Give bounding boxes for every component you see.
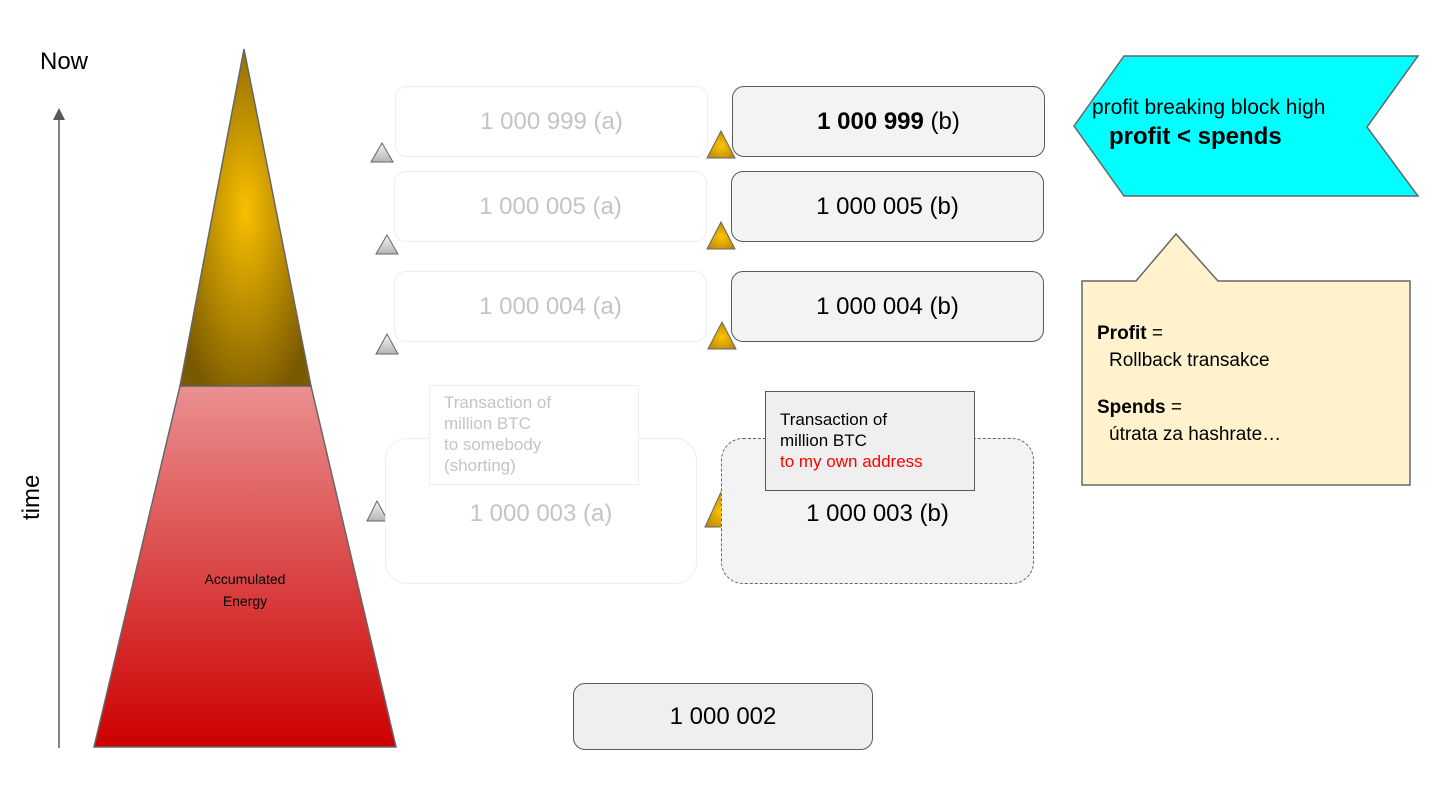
transaction-note-b: Transaction of million BTC to my own add… [765,391,975,491]
tx-line-highlight: to my own address [780,452,923,471]
block-label: 1 000 005 (b) [816,192,959,220]
block-1000004-a: 1 000 004 (a) [394,271,707,342]
gold-marker-icon [707,320,737,350]
tx-line: million BTC [444,414,531,433]
profit-eq: = [1146,323,1163,344]
accumulated-energy-label: Accumulated Energy [170,568,320,612]
block-1000005-a: 1 000 005 (a) [394,171,707,242]
block-label: 1 000 004 (b) [816,292,959,320]
block-1000999-b: 1 000 999 (b) [732,86,1045,157]
tx-line: Transaction of [444,393,552,412]
profit-breaking-banner-shape [1073,55,1420,197]
gray-marker-icon [375,332,399,355]
block-label-suffix: (b) [923,107,960,135]
gold-marker-icon [706,220,736,250]
block-label-bold: 1 000 999 [817,107,924,135]
profit-definition: Rollback transakce [1109,350,1270,371]
gold-peak-triangle [179,48,312,387]
profit-breaking-banner: profit breaking block high profit < spen… [1092,96,1362,151]
block-1000005-b: 1 000 005 (b) [731,171,1044,242]
gold-marker-icon [706,129,736,159]
gray-marker-icon [366,499,389,522]
tx-line: Transaction of [780,410,888,429]
gray-marker-icon [375,234,399,255]
now-label: Now [40,48,89,75]
profit-term: Profit [1097,323,1147,344]
banner-condition: profit < spends [1109,123,1282,150]
energy-label-line1: Accumulated [204,571,286,587]
energy-label-line2: Energy [222,593,268,609]
spends-definition: útrata za hashrate… [1109,424,1282,445]
block-label: 1 000 999 (a) [480,107,623,135]
profit-spends-callout: Profit = Rollback transakce Spends = útr… [1097,320,1281,448]
banner-title: profit breaking block high [1092,96,1326,119]
block-label: 1 000 002 [669,702,777,730]
tx-line: million BTC [780,431,867,450]
block-label: 1 000 005 (a) [479,192,622,220]
block-label: 1 000 003 (a) [469,500,613,527]
block-1000002: 1 000 002 [573,683,873,750]
gray-marker-icon [370,142,394,163]
time-axis-arrow [53,108,65,748]
profit-spends-callout-shape [1081,232,1411,486]
spends-eq: = [1165,397,1182,418]
transaction-note-a: Transaction of million BTC to somebody (… [429,385,639,485]
block-label: 1 000 003 (b) [806,500,949,527]
accumulated-energy-trapezoid [93,385,397,748]
time-axis-label: time [18,474,45,520]
block-1000004-b: 1 000 004 (b) [731,271,1044,342]
tx-line: (shorting) [444,456,516,475]
spends-term: Spends [1097,397,1166,418]
block-1000999-a: 1 000 999 (a) [395,86,708,157]
block-label: 1 000 004 (a) [479,292,622,320]
tx-line: to somebody [444,435,542,454]
